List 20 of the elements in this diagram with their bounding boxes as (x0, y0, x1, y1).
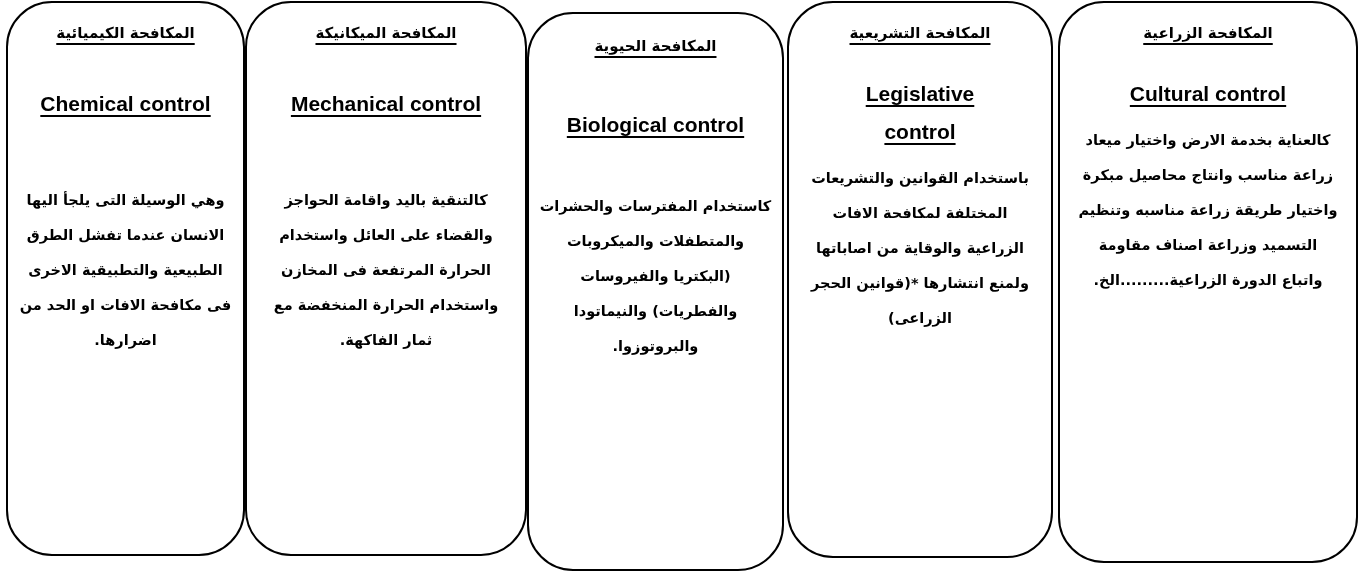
english-heading: Mechanical control (290, 92, 482, 115)
description-text: كاستخدام المفترسات والحشرات والمتطفلات والميكروبات (البكتريا والفيروسات والفطريات) والنيماتودا والبروتوزوا. (538, 197, 773, 357)
arabic-heading: المكافحة التشريعية (849, 24, 991, 42)
column-box (787, 1, 1053, 558)
english-heading: Chemical control (40, 92, 211, 115)
arabic-heading: المكافحة الميكانيكة (315, 24, 457, 42)
arabic-heading: المكافحة الزراعية (1143, 24, 1273, 42)
arabic-heading: المكافحة الحيوية (594, 37, 717, 55)
english-heading: Biological control (566, 113, 745, 136)
column-box (527, 12, 784, 571)
column-box (245, 1, 527, 556)
description-text: باستخدام القوانين والتشريعات المختلفة لمكافحة الافات الزراعية والوقاية من اصاباتها ولمنع انتشارها *(قوانين الحجر الزراعى) (809, 169, 1030, 329)
description-text: كالعناية بخدمة الارض واختيار ميعاد زراعة مناسب وانتاج محاصيل مبكرة واختيار طريقة زراعة مناسبه وتنظيم التسميد وزراعة اصناف مقاومة واتباع الدورة الزراعية.........الخ. (1077, 131, 1339, 291)
english-heading: Legislative control (865, 82, 975, 143)
description-text: كالتنقية باليد واقامة الحواجز والقضاء على العائل واستخدام الحرارة المرتفعة فى المخازن واستخدام الحرارة المنخفضة مع ثمار الفاكهة. (272, 191, 500, 351)
column-box (6, 1, 245, 556)
column-box (1058, 1, 1358, 563)
description-text: وهي الوسيلة التى يلجأ اليها الانسان عندما تفشل الطرق الطبيعية والتطبيقية الاخرى فى مكافحة الافات او الحد من اضرارها. (18, 190, 233, 351)
english-heading: Cultural control (1129, 82, 1287, 105)
arabic-heading: المكافحة الكيميائية (56, 24, 195, 42)
